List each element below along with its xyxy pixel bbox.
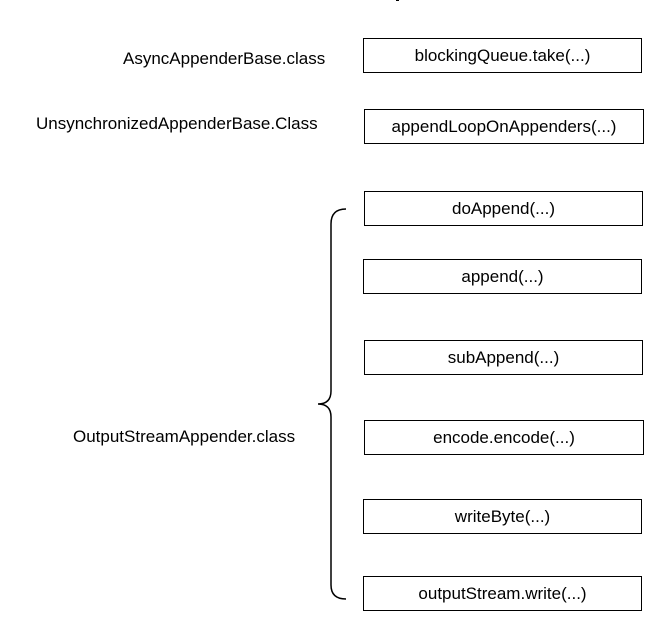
box-write-byte: writeByte(...) [363,499,642,534]
label-output-stream-appender: OutputStreamAppender.class [73,427,296,446]
box-encode-encode: encode.encode(...) [364,420,644,455]
box-write-byte-text: writeByte(...) [454,506,551,526]
box-do-append-text: doAppend(...) [451,198,555,218]
cropped-top-mark [396,0,399,1]
box-encode-encode-text: encode.encode(...) [433,427,575,447]
box-sub-append: subAppend(...) [364,340,643,375]
box-blocking-queue-take: blockingQueue.take(...) [363,38,642,73]
box-append-text: append(...) [461,266,544,286]
label-async-appender-base: AsyncAppenderBase.class [123,49,326,68]
box-sub-append-text: subAppend(...) [447,347,560,367]
box-append: append(...) [363,259,642,294]
label-unsynchronized-appender-base: UnsynchronizedAppenderBase.Class [36,114,318,133]
curly-brace-path [317,208,347,600]
box-append-loop-on-appenders: appendLoopOnAppenders(...) [364,109,644,144]
box-output-stream-write: outputStream.write(...) [363,576,642,611]
box-output-stream-write-text: outputStream.write(...) [418,583,587,603]
box-do-append: doAppend(...) [364,191,643,226]
box-blocking-queue-take-text: blockingQueue.take(...) [414,45,591,65]
box-append-loop-on-appenders-text: appendLoopOnAppenders(...) [391,116,617,136]
